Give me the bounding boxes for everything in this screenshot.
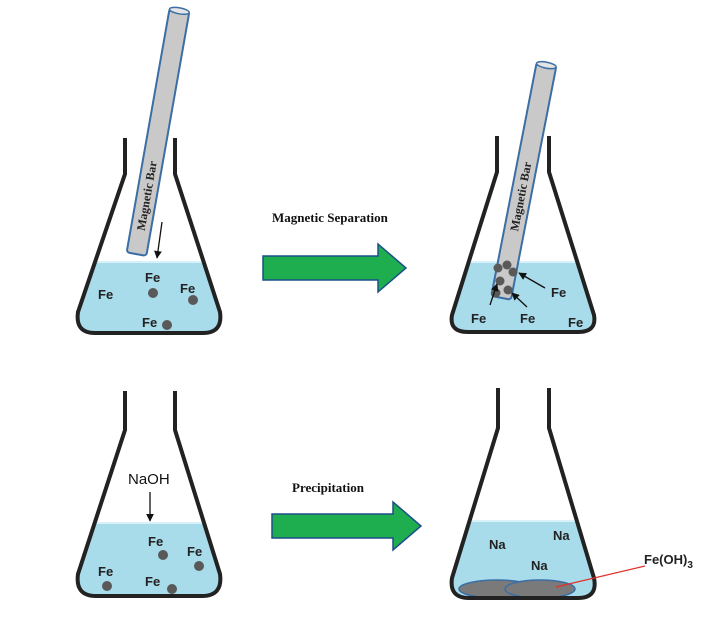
fe-particle [495, 276, 505, 286]
fe-particle [148, 288, 158, 298]
precipitate-leader-line [555, 565, 646, 588]
fe-label: Fe [187, 544, 202, 559]
flask-outline-bottom-right [449, 388, 597, 600]
liquid-bottom-left [77, 523, 221, 596]
fe-particle [508, 267, 518, 277]
step-precipitation: Precipitation [271, 480, 423, 552]
fe-particle [194, 561, 204, 571]
flask-outline-top-left [75, 138, 223, 335]
pointer-arrow [489, 283, 499, 306]
bar-pointer-arrow-top-left [154, 221, 163, 259]
fe-particle [102, 581, 112, 591]
flask-bottom-left: NaOH Fe Fe Fe Fe [75, 391, 223, 598]
fe-label: Fe [98, 287, 113, 302]
precipitate-subscript: 3 [687, 560, 693, 571]
flask-bottom-right: Na Na Na Fe(OH)3 [449, 388, 693, 600]
precipitate-deposit [504, 579, 576, 599]
fe-particle [158, 550, 168, 560]
step-magnetic-separation: Magnetic Separation [262, 210, 408, 294]
flask-top-right: Magnetic Bar Fe Fe Fe Fe [449, 60, 597, 334]
precipitate-formula: Fe(OH) [644, 552, 687, 567]
fe-particle [503, 285, 513, 295]
flask-outline-bottom-left [75, 391, 223, 598]
green-arrow-icon [262, 242, 408, 294]
magnetic-bar-top-left: Magnetic Bar [126, 6, 190, 257]
pointer-arrow [511, 292, 528, 308]
reagent-label-naoh: NaOH [128, 471, 170, 488]
na-label: Na [553, 528, 570, 543]
fe-label: Fe [145, 574, 160, 589]
green-arrow-icon [271, 500, 423, 552]
fe-label: Fe [98, 564, 113, 579]
na-label: Na [531, 558, 548, 573]
fe-particle [493, 263, 503, 273]
fe-particle [162, 320, 172, 330]
flask-top-left: Magnetic Bar Fe Fe Fe Fe [75, 6, 223, 335]
fe-particle [188, 295, 198, 305]
precipitate-label: Fe(OH)3 [644, 552, 693, 571]
fe-label: Fe [180, 281, 195, 296]
fe-label: Fe [142, 315, 157, 330]
fe-label: Fe [145, 270, 160, 285]
fe-particle [167, 584, 177, 594]
na-label: Na [489, 537, 506, 552]
step-label-magnetic-separation: Magnetic Separation [272, 210, 389, 225]
fe-label: Fe [551, 285, 566, 300]
flask-outline-top-right [449, 136, 597, 334]
pointer-arrow [518, 272, 546, 289]
fe-label: Fe [568, 315, 583, 330]
step-label-precipitation: Precipitation [292, 480, 365, 495]
fe-particle [502, 260, 512, 270]
fe-label: Fe [471, 311, 486, 326]
fe-label: Fe [520, 311, 535, 326]
fe-label: Fe [148, 534, 163, 549]
